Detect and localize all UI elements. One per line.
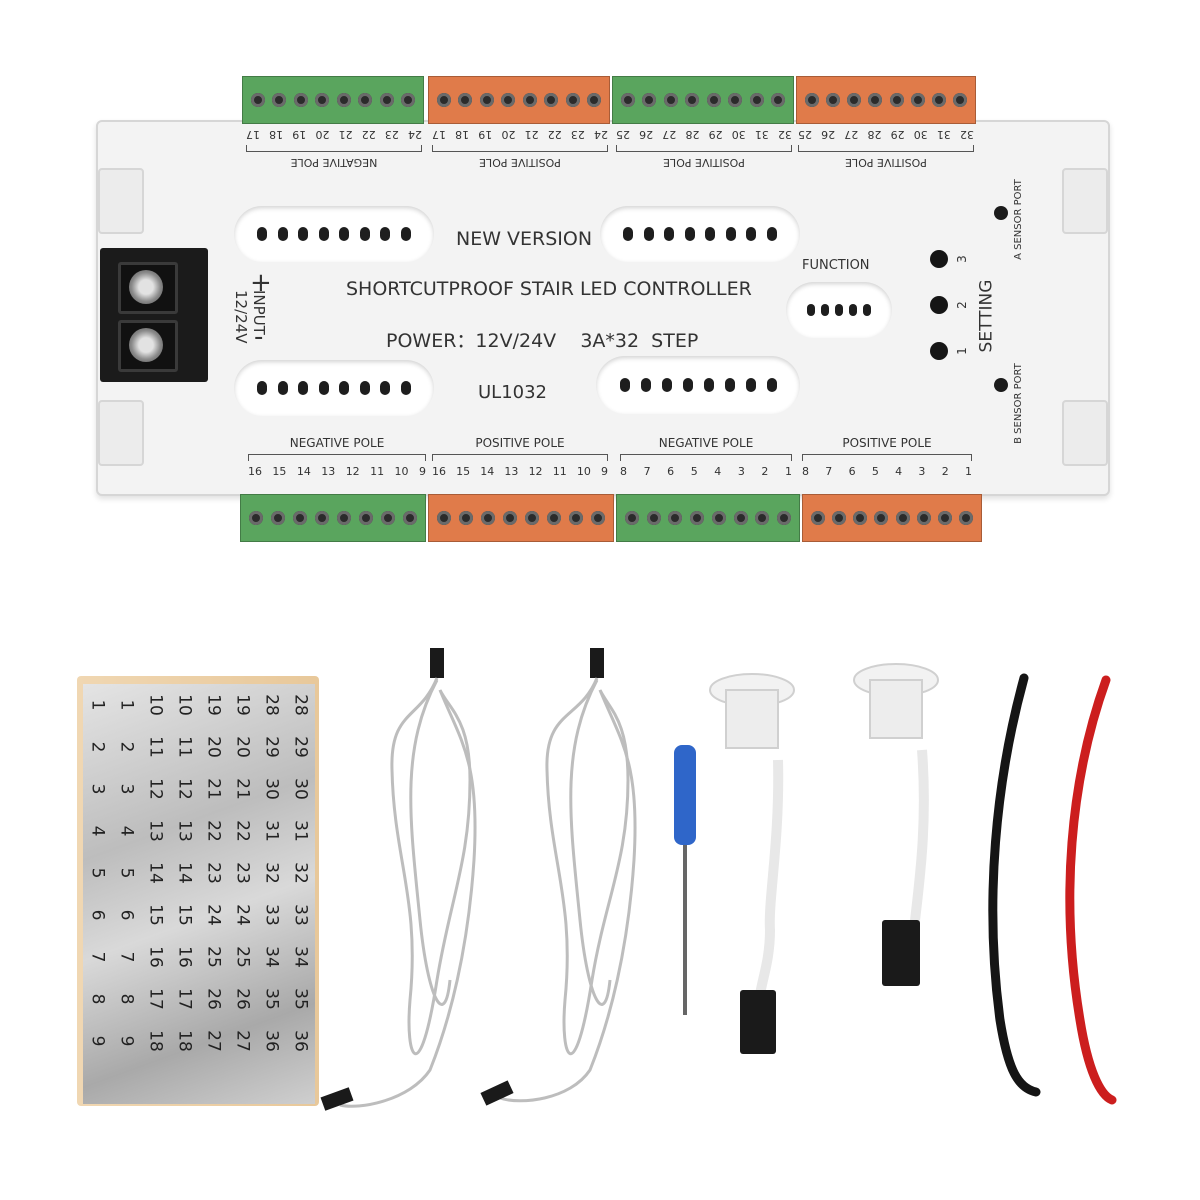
terminal-block-top-4[interactable] xyxy=(796,76,976,124)
sensor-b xyxy=(853,663,939,986)
pole-label: POSITIVE POLE xyxy=(479,156,561,169)
function-label: FUNCTION xyxy=(802,258,870,273)
mount-tab-bottom-left xyxy=(98,400,144,466)
accessories-drawing xyxy=(320,648,1117,1111)
mount-tab-top-left xyxy=(98,168,144,234)
sensor-a xyxy=(709,673,795,1054)
led-header-top-right xyxy=(600,206,800,262)
setting-button-1[interactable] xyxy=(930,342,948,360)
terminal-block-top-1[interactable] xyxy=(242,76,424,124)
terminal-block-bottom-4[interactable] xyxy=(802,494,982,542)
new-version-label: NEW VERSION xyxy=(456,228,593,250)
screw-icon[interactable] xyxy=(129,328,163,362)
a-sensor-port[interactable] xyxy=(994,206,1008,220)
black-wire xyxy=(988,673,1041,1097)
setting-number: 2 xyxy=(954,301,969,309)
b-sensor-port[interactable] xyxy=(994,378,1008,392)
pole-label: POSITIVE POLE xyxy=(845,156,927,169)
screw-icon[interactable] xyxy=(129,270,163,304)
mount-tab-bottom-right xyxy=(1062,400,1108,466)
setting-label: SETTING xyxy=(976,279,997,353)
setting-number: 1 xyxy=(954,347,969,355)
plus-sign: + xyxy=(250,268,272,298)
terminal-block-bottom-1[interactable] xyxy=(240,494,426,542)
minus-sign: - xyxy=(254,322,264,352)
model-label: UL1032 xyxy=(478,382,548,403)
terminal-block-top-2[interactable] xyxy=(428,76,610,124)
pole-label: NEGATIVE POLE xyxy=(290,156,378,169)
pole-label: POSITIVE POLE xyxy=(663,156,745,169)
pole-label: NEGATIVE POLE xyxy=(658,436,754,450)
screwdriver xyxy=(674,745,696,1015)
function-header xyxy=(786,282,892,338)
setting-button-3[interactable] xyxy=(930,250,948,268)
led-header-bottom-left xyxy=(234,360,434,416)
terminal-block-bottom-3[interactable] xyxy=(616,494,800,542)
mount-tab-top-right xyxy=(1062,168,1108,234)
red-wire xyxy=(1065,675,1117,1105)
b-sensor-label: B SENSOR PORT xyxy=(1012,363,1024,444)
pole-label: NEGATIVE POLE xyxy=(289,436,385,450)
sensor-cable-1 xyxy=(320,648,477,1111)
pole-label: POSITIVE POLE xyxy=(842,436,932,450)
led-header-bottom-right xyxy=(596,356,800,414)
terminal-block-top-3[interactable] xyxy=(612,76,794,124)
power-input-terminal[interactable] xyxy=(100,248,208,382)
power-spec: POWER：12V/24V 3A*32 STEP xyxy=(386,330,699,352)
pole-label: POSITIVE POLE xyxy=(475,436,565,450)
sensor-cable-2 xyxy=(480,648,637,1106)
controller-title: SHORTCUTPROOF STAIR LED CONTROLLER xyxy=(346,278,752,300)
setting-button-2[interactable] xyxy=(930,296,948,314)
a-sensor-label: A SENSOR PORT xyxy=(1012,179,1024,260)
led-header-top-left xyxy=(234,206,434,262)
terminal-block-bottom-2[interactable] xyxy=(428,494,614,542)
setting-number: 3 xyxy=(954,255,969,263)
